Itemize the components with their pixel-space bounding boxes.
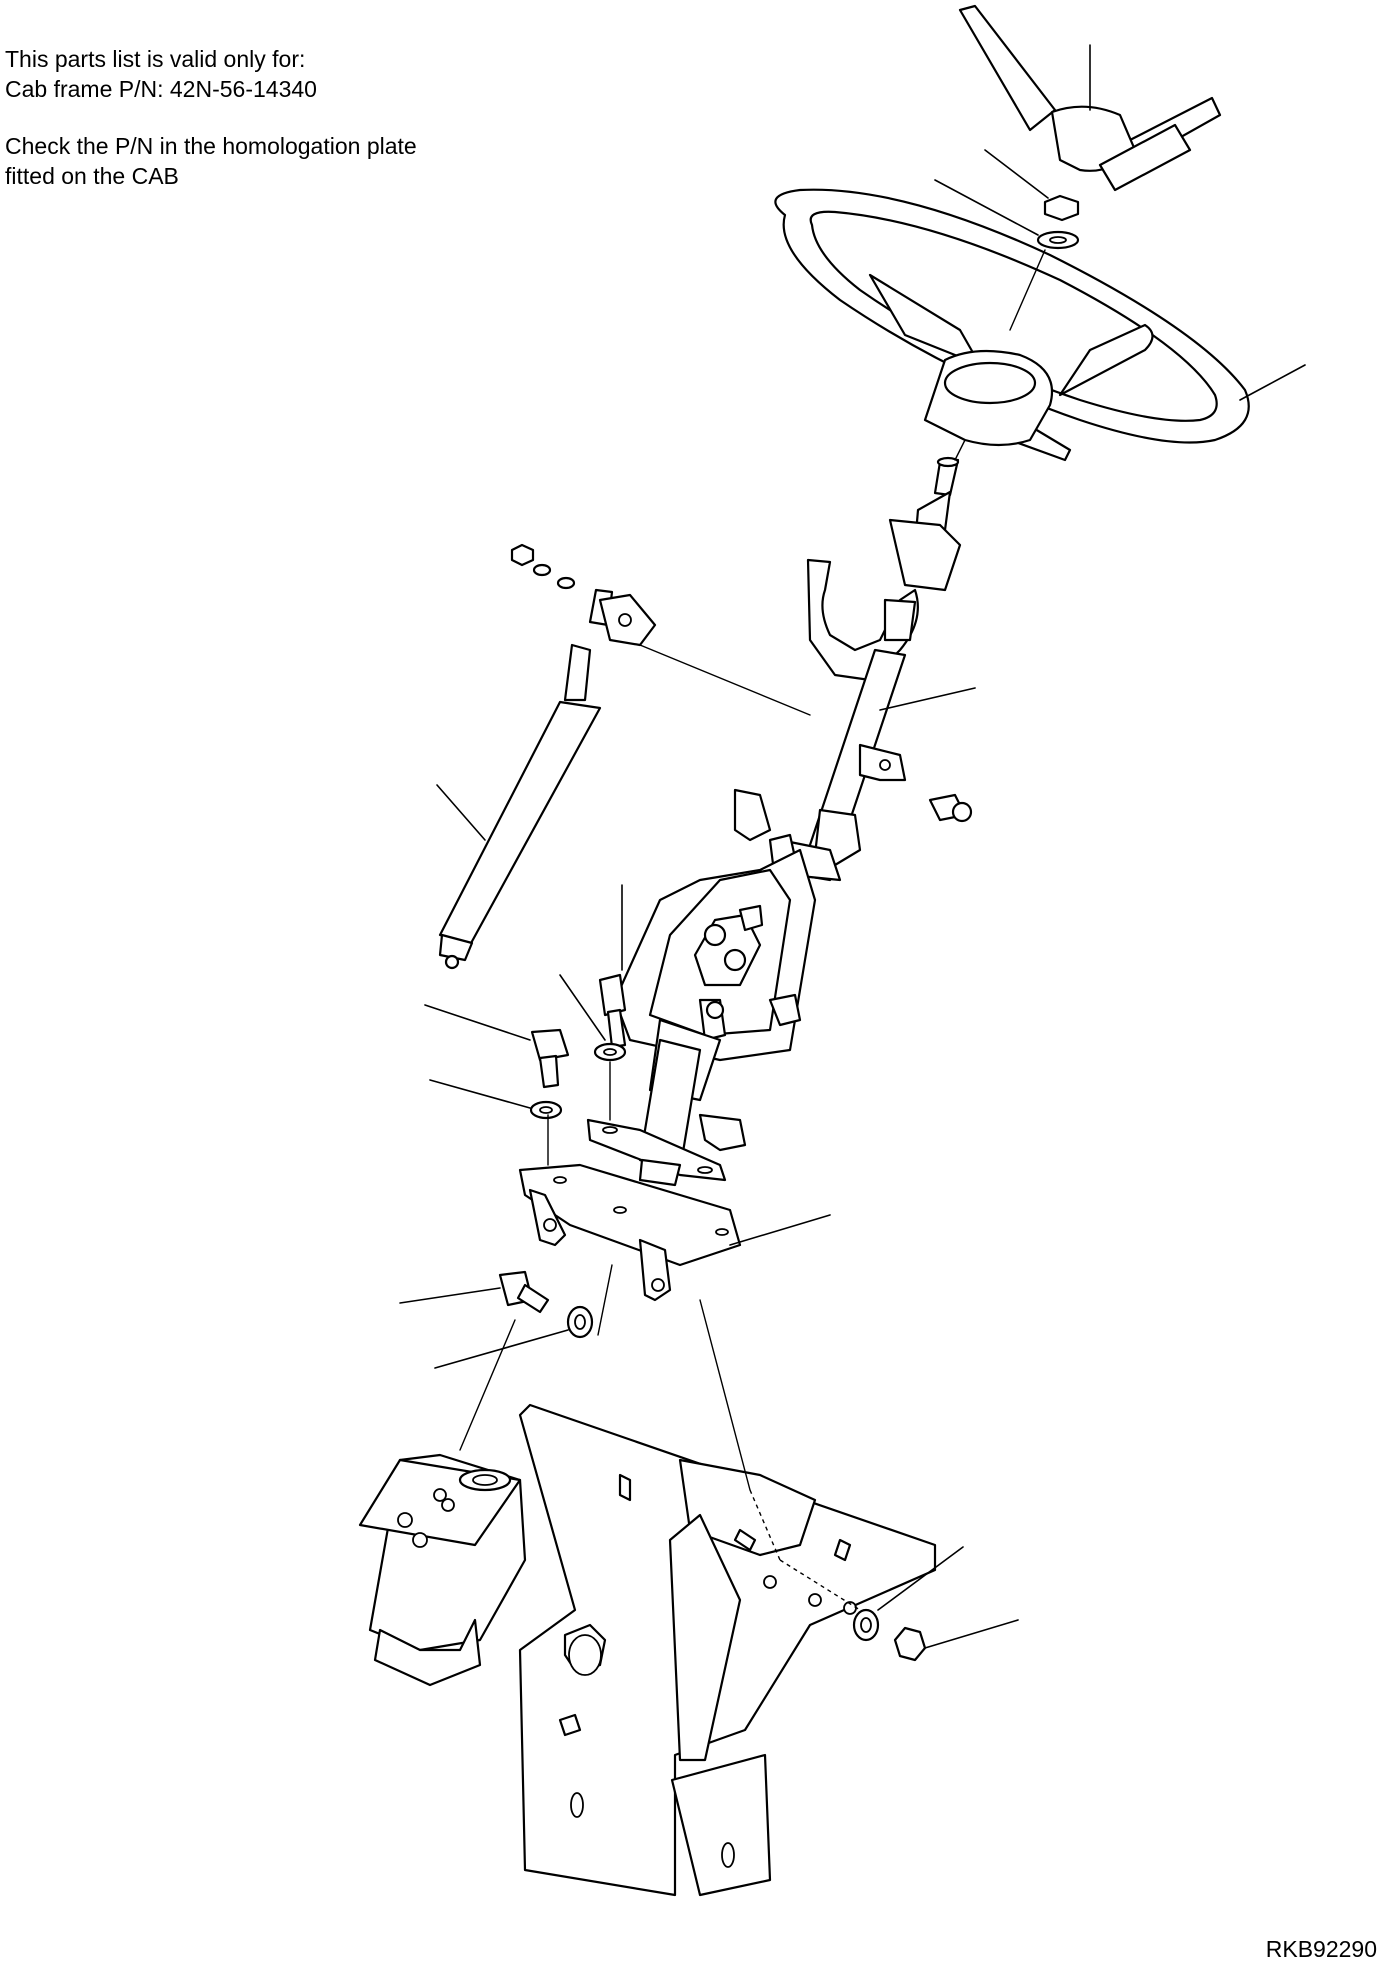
steering-valve — [358, 1453, 527, 1687]
washer — [852, 1608, 880, 1642]
strut-mount-link — [598, 593, 657, 647]
steering-wheel — [774, 188, 1250, 462]
strut-nut — [510, 543, 535, 567]
mounting-plate — [518, 1163, 742, 1302]
validity-note-line-3: Check the P/N in the homologation plate — [5, 133, 417, 159]
hex-nut — [893, 1626, 927, 1662]
steering-knob — [958, 4, 1222, 192]
column-pin — [928, 793, 973, 823]
gas-strut — [438, 588, 614, 970]
hex-bolt — [530, 1028, 570, 1089]
universal-joint-bracket — [613, 848, 817, 1102]
washer — [593, 1042, 627, 1062]
assembly-center-lines — [459, 249, 1046, 1611]
socket-cap-screw — [598, 973, 627, 1049]
strut-washer — [532, 563, 576, 590]
callout-leader-lines — [399, 44, 1306, 1649]
mounting-bracket — [518, 1403, 937, 1897]
wheel-nut — [1043, 194, 1080, 222]
validity-note-line-4: fitted on the CAB — [5, 163, 179, 189]
drawing-code-label: RKB92290 — [1265, 1936, 1377, 1962]
lower-column-tube — [586, 1038, 747, 1187]
washer — [529, 1100, 563, 1120]
validity-note-line-1: This parts list is valid only for: — [5, 46, 306, 72]
spacer — [566, 1305, 594, 1339]
validity-note-line-2: Cab frame P/N: 42N-56-14340 — [5, 76, 317, 102]
socket-cap-screw — [498, 1270, 550, 1314]
wheel-washer — [1036, 230, 1080, 250]
